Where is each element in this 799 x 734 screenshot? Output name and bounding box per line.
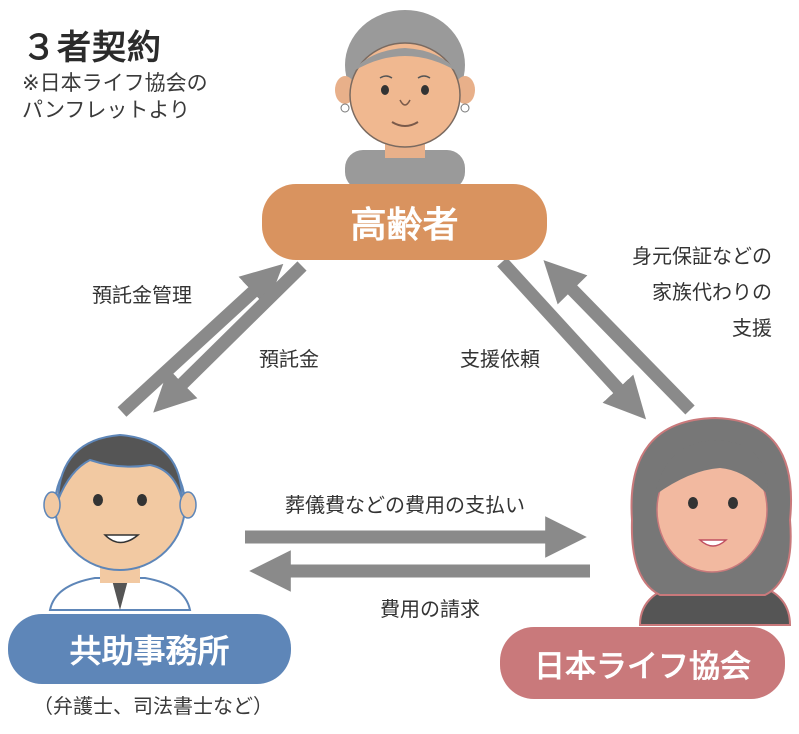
label-family-support-line-1: 身元保証などの (632, 244, 772, 268)
label-deposit-management: 預託金管理 (92, 283, 192, 307)
arrow-assoc-to-elderly (543, 260, 695, 415)
woman-icon (630, 416, 792, 626)
source-note-line-1: ※日本ライフ協会の (22, 71, 208, 95)
arrow-law-to-elderly (117, 263, 284, 417)
elderly-woman-icon (335, 10, 475, 190)
label-family-support-line-3: 支援 (732, 316, 772, 340)
label-support-request: 支援依頼 (460, 347, 540, 371)
source-note: ※日本ライフ協会の パンフレットより (22, 70, 208, 124)
label-cost-billing: 費用の請求 (380, 597, 480, 621)
law-office-node: 共助事務所 (8, 614, 291, 684)
elderly-node: 高齢者 (262, 184, 547, 260)
man-icon (43, 433, 197, 611)
label-deposit: 預託金 (259, 347, 319, 371)
label-funeral-payment: 葬儀費などの費用の支払い (285, 493, 525, 517)
label-family-support-line-2: 家族代わりの (652, 280, 772, 304)
arrow-elderly-to-assoc (497, 257, 647, 420)
source-note-line-2: パンフレットより (22, 98, 190, 122)
association-node: 日本ライフ協会 (500, 627, 785, 699)
flow-arrows (117, 257, 695, 592)
label-family-support: 身元保証などの 家族代わりの 支援 (560, 238, 772, 346)
arrow-elderly-to-law (153, 261, 307, 413)
page-title: ３者契約 (22, 28, 162, 68)
law-office-note: （弁護士、司法書士など） (33, 694, 273, 718)
